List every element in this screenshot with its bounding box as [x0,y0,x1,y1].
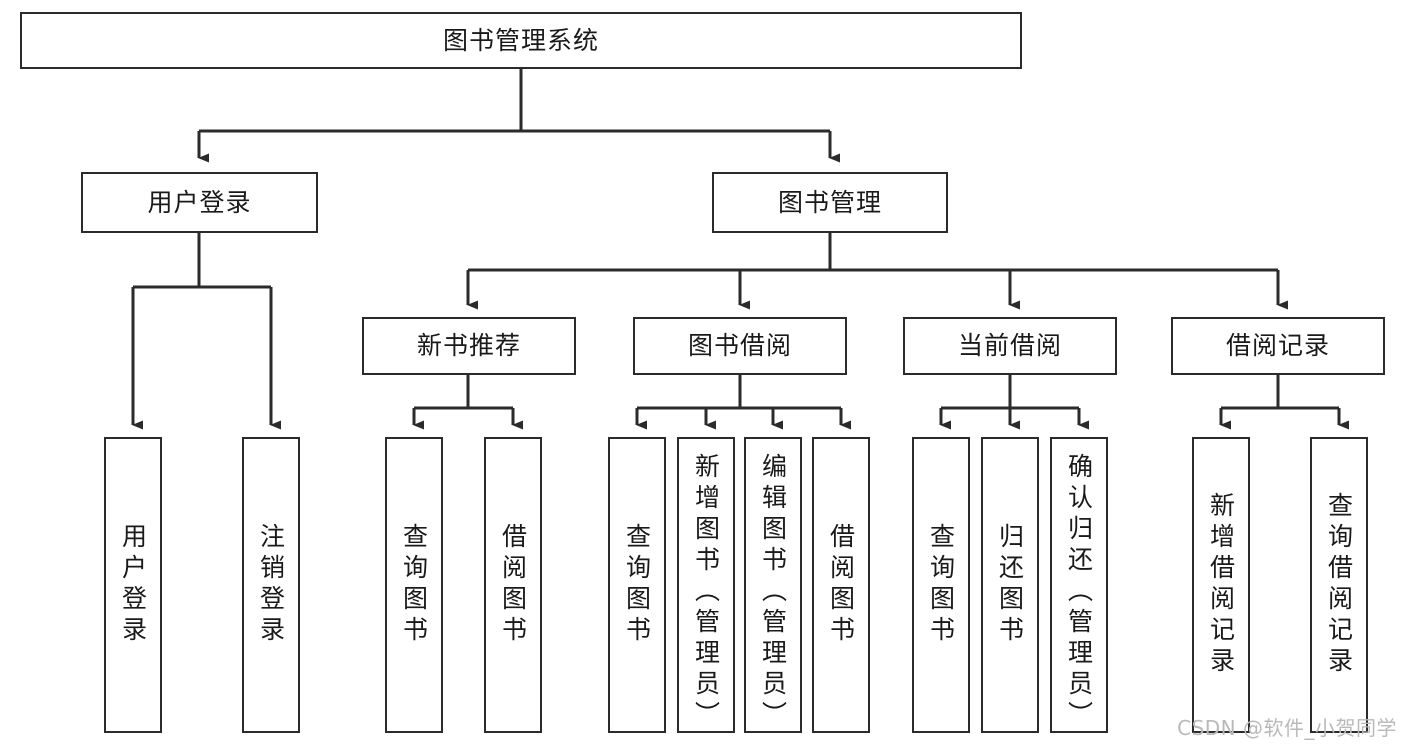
node-user-login[interactable]: 用户登录 [81,172,318,233]
leaf-query-book-3-label: 查询图书 [926,523,956,647]
node-book-borrowing[interactable]: 图书借阅 [633,317,847,375]
node-book-management[interactable]: 图书管理 [712,172,948,233]
watermark: CSDN @软件_小贺同学 [1177,716,1397,740]
leaf-query-borrow-record-label: 查询借阅记录 [1324,492,1354,678]
node-borrow-records[interactable]: 借阅记录 [1171,317,1385,375]
node-user-login-label: 用户登录 [147,187,252,217]
leaf-user-login[interactable]: 用户登录 [104,437,162,733]
leaf-add-book[interactable]: 新增图书（管理员） [677,437,735,733]
leaf-query-book-1-label: 查询图书 [399,523,429,647]
node-book-borrowing-label: 图书借阅 [687,331,792,361]
leaf-query-book-2-label: 查询图书 [622,523,652,647]
node-new-book-recommendation[interactable]: 新书推荐 [362,317,576,375]
leaf-user-login-label: 用户登录 [118,523,148,647]
leaf-return-book[interactable]: 归还图书 [981,437,1039,733]
leaf-confirm-return-label: 确认归还（管理员） [1064,453,1094,732]
leaf-add-borrow-record-label: 新增借阅记录 [1206,492,1236,678]
leaf-edit-book-label: 编辑图书（管理员） [758,453,788,732]
leaf-query-borrow-record[interactable]: 查询借阅记录 [1310,437,1368,733]
leaf-confirm-return[interactable]: 确认归还（管理员） [1050,437,1108,733]
leaf-edit-book[interactable]: 编辑图书（管理员） [744,437,802,733]
leaf-borrow-book-2[interactable]: 借阅图书 [812,437,870,733]
leaf-borrow-book-1-label: 借阅图书 [498,523,528,647]
leaf-query-book-1[interactable]: 查询图书 [385,437,443,733]
leaf-query-book-3[interactable]: 查询图书 [912,437,970,733]
node-book-management-label: 图书管理 [777,187,882,217]
leaf-add-borrow-record[interactable]: 新增借阅记录 [1192,437,1250,733]
leaf-borrow-book-2-label: 借阅图书 [826,523,856,647]
node-current-borrowing[interactable]: 当前借阅 [903,317,1117,375]
leaf-borrow-book-1[interactable]: 借阅图书 [484,437,542,733]
leaf-query-book-2[interactable]: 查询图书 [608,437,666,733]
leaf-logout[interactable]: 注销登录 [242,437,300,733]
node-root[interactable]: 图书管理系统 [20,12,1022,69]
node-root-label: 图书管理系统 [442,25,599,55]
node-new-book-recommendation-label: 新书推荐 [416,331,521,361]
node-borrow-records-label: 借阅记录 [1225,331,1330,361]
leaf-add-book-label: 新增图书（管理员） [691,453,721,732]
leaf-logout-label: 注销登录 [256,523,286,647]
leaf-return-book-label: 归还图书 [995,523,1025,647]
node-current-borrowing-label: 当前借阅 [957,331,1062,361]
